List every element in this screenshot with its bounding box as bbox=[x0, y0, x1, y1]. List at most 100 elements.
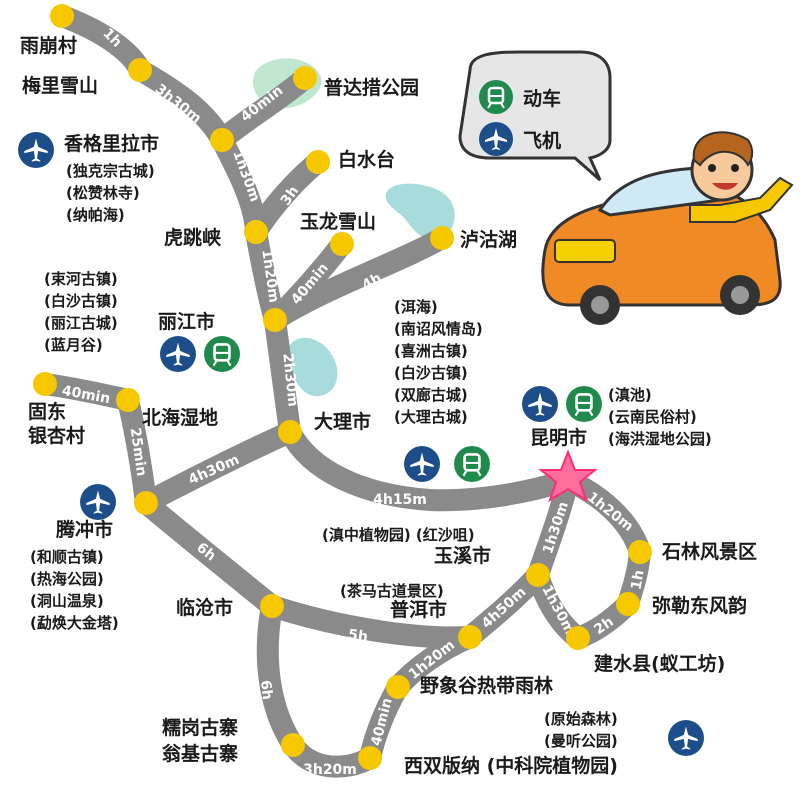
sub-shangri-2: (松赞林寺) bbox=[66, 184, 140, 202]
duration-shilin_mile: 1h bbox=[628, 569, 647, 591]
label-jianshui: 建水县(蚁工坊) bbox=[594, 653, 726, 675]
stop-dot-dali bbox=[278, 420, 302, 444]
train-icon-kunming bbox=[566, 386, 602, 422]
stop-dot-lincang bbox=[260, 594, 284, 618]
label-meili: 梅里雪山 bbox=[22, 75, 99, 97]
sub-tengchong-2: (热海公园) bbox=[30, 570, 104, 588]
label-pudacuo: 普达措公园 bbox=[324, 77, 420, 99]
label-lincang: 临沧市 bbox=[176, 597, 234, 619]
plane-icon bbox=[479, 122, 513, 156]
duration-yuxi_puer: 4h50m bbox=[479, 584, 530, 632]
stop-dot-xsbn bbox=[358, 746, 382, 770]
stop-dot-tiger bbox=[244, 220, 268, 244]
plane-icon-shangri bbox=[18, 132, 54, 168]
label-yubeng: 雨崩村 bbox=[20, 35, 78, 57]
sub-kunming-2: (云南民俗村) bbox=[608, 408, 697, 426]
sub-shangri-1: (独克宗古城) bbox=[66, 162, 155, 180]
road-lincang-nuogang bbox=[256, 595, 304, 756]
stop-dot-yulong bbox=[330, 232, 354, 256]
label-puer: 普洱市 bbox=[390, 599, 448, 621]
sub-lijiang-1: (束河古镇) bbox=[44, 270, 118, 288]
train-icon-dali bbox=[454, 446, 490, 482]
duration-tiger_lijiang: 1h20m bbox=[258, 248, 281, 303]
label-gudong-1: 固东 bbox=[28, 401, 67, 423]
label-dali: 大理市 bbox=[314, 411, 372, 433]
stop-dot-nuogang bbox=[281, 733, 305, 757]
train-icon-lijiang bbox=[204, 336, 240, 372]
label-kunming: 昆明市 bbox=[530, 427, 588, 449]
train-icon bbox=[479, 80, 513, 114]
plane-icon-xsbn bbox=[668, 720, 704, 756]
sub-xsbn-1: (原始森林) bbox=[544, 710, 618, 728]
legend: 动车 飞机 bbox=[455, 58, 595, 176]
label-xsbn: 西双版纳 (中科院植物园) bbox=[404, 755, 618, 777]
sub-puer: (茶马古道景区) bbox=[340, 582, 444, 600]
stop-dot-yexianggu bbox=[386, 675, 410, 699]
sub-shangri: (独克宗古城) (松赞林寺) (纳帕海) bbox=[66, 160, 155, 226]
sub-lijiang-2: (白沙古镇) bbox=[44, 292, 118, 310]
label-nuogang-1: 糯岗古寨 bbox=[162, 717, 239, 739]
label-shilin: 石林风景区 bbox=[662, 541, 758, 563]
label-lugu: 泸沽湖 bbox=[460, 229, 518, 251]
sub-dali-1: (洱海) bbox=[394, 298, 438, 316]
duration-dali_kunming: 4h15m bbox=[373, 492, 427, 508]
duration-lijiang_dali: 2h30m bbox=[279, 352, 301, 407]
stop-dot-yubeng bbox=[50, 4, 74, 28]
label-yulong: 玉龙雪山 bbox=[300, 211, 377, 233]
label-tiger: 虎跳峡 bbox=[164, 227, 222, 249]
label-beihai: 北海湿地 bbox=[142, 407, 219, 429]
plane-icon-dali bbox=[404, 446, 440, 482]
sub-xsbn: (原始森林) (曼听公园) bbox=[544, 708, 618, 752]
lake-erhai bbox=[286, 337, 338, 397]
label-gudong-2: 银杏村 bbox=[28, 425, 86, 447]
stop-dot-jianshui bbox=[566, 626, 590, 650]
plane-icon-lijiang bbox=[160, 336, 196, 372]
road-tengchong-lincang bbox=[135, 492, 283, 617]
plane-icon-tengchong bbox=[80, 484, 116, 520]
sub-lijiang: (束河古镇) (白沙古镇) (丽江古城) (蓝月谷) bbox=[44, 268, 118, 356]
label-mile: 弥勒东风韵 bbox=[652, 595, 748, 617]
plane-icon-kunming bbox=[522, 386, 558, 422]
stop-dot-baishuitai bbox=[306, 150, 330, 174]
stop-dot-puer bbox=[458, 625, 482, 649]
label-tengchong: 腾冲市 bbox=[56, 519, 114, 541]
road-lugu-lijiang bbox=[264, 227, 453, 331]
kunming-star-marker bbox=[538, 449, 598, 503]
duration-lincang_nuogang: 6h bbox=[257, 679, 275, 700]
stop-dot-lijiang bbox=[263, 308, 287, 332]
stop-dot-lugu bbox=[430, 226, 454, 250]
road-dali-kunming bbox=[279, 421, 579, 512]
sub-dali-5: (双廊古城) bbox=[394, 386, 468, 404]
sub-shangri-3: (纳帕海) bbox=[66, 206, 125, 224]
label-baishuitai: 白水台 bbox=[338, 149, 396, 171]
duration-beihai_tengchong: 25min bbox=[127, 427, 150, 478]
duration-lincang_puer: 5h bbox=[347, 627, 369, 646]
sub-tengchong: (和顺古镇) (热海公园) (洞山温泉) (勐焕大金塔) bbox=[30, 546, 119, 634]
stop-dot-gudong bbox=[33, 372, 57, 396]
sub-dali: (洱海) (南诏风情岛) (喜洲古镇) (白沙古镇) (双廊古城) (大理古城) bbox=[394, 296, 483, 428]
label-nuogang-2: 翁基古寨 bbox=[162, 743, 239, 765]
sub-kunming-1: (滇池) bbox=[608, 386, 652, 404]
stop-dot-shilin bbox=[628, 540, 652, 564]
road-tengchong-dali bbox=[135, 421, 301, 514]
sub-tengchong-4: (勐焕大金塔) bbox=[30, 614, 119, 632]
sub-yuxi: (滇中植物园) (红沙咀) bbox=[322, 526, 475, 544]
label-yuxi: 玉溪市 bbox=[434, 545, 492, 567]
stop-dot-meili bbox=[128, 58, 152, 82]
duration-nuogang_xsbn: 3h20m bbox=[303, 762, 357, 778]
sub-dali-2: (南诏风情岛) bbox=[394, 320, 483, 338]
label-shangri: 香格里拉市 bbox=[64, 133, 160, 155]
sub-dali-4: (白沙古镇) bbox=[394, 364, 468, 382]
label-lijiang: 丽江市 bbox=[158, 311, 216, 333]
stop-dot-yuxi bbox=[526, 563, 550, 587]
stop-dot-shangri bbox=[210, 128, 234, 152]
legend-train-label: 动车 bbox=[523, 88, 562, 110]
sub-dali-3: (喜洲古镇) bbox=[394, 342, 468, 360]
stop-dot-tengchong bbox=[134, 491, 158, 515]
stop-dot-beihai bbox=[116, 388, 140, 412]
label-yexianggu: 野象谷热带雨林 bbox=[420, 675, 554, 697]
stop-dot-mile bbox=[616, 592, 640, 616]
sub-lijiang-3: (丽江古城) bbox=[44, 314, 118, 332]
sub-tengchong-3: (洞山温泉) bbox=[30, 592, 104, 610]
